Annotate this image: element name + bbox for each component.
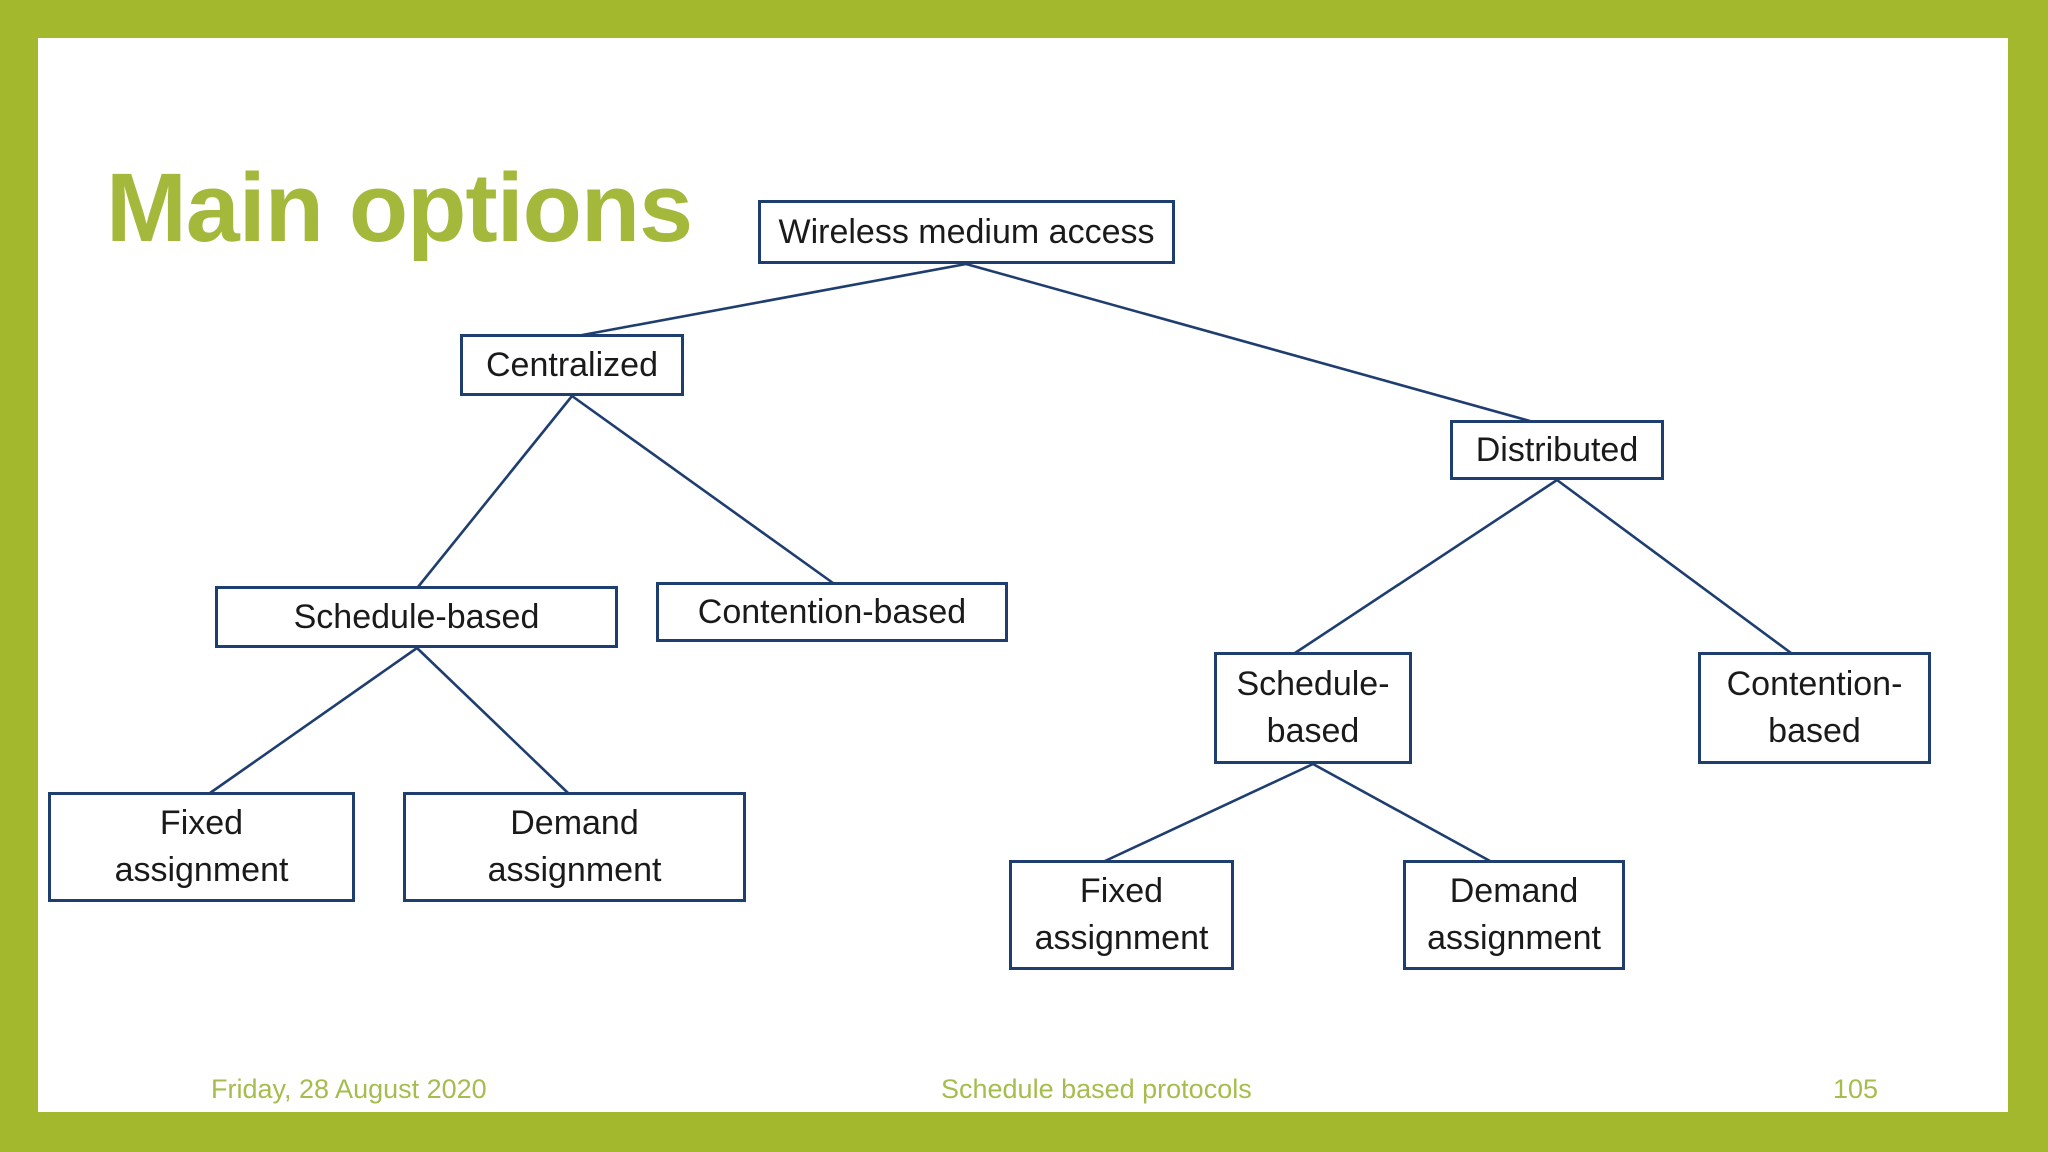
node-centralized-schedule-based: Schedule-based — [215, 586, 618, 648]
edge-centralized-contention — [571, 394, 834, 585]
node-distributed: Distributed — [1450, 420, 1664, 480]
node-distributed-fixed-assignment: Fixed assignment — [1009, 860, 1234, 970]
edge-distributed-contention — [1556, 478, 1792, 655]
node-distributed-schedule-based: Schedule- based — [1214, 652, 1412, 764]
edge-schedule-l-demand — [416, 647, 569, 794]
node-centralized: Centralized — [460, 334, 684, 396]
node-wireless-medium-access: Wireless medium access — [758, 200, 1175, 264]
page-title: Main options — [106, 153, 693, 262]
edge-schedule-l-fixed — [209, 646, 418, 795]
footer-subject: Schedule based protocols — [941, 1074, 1252, 1104]
node-centralized-demand-assignment: Demand assignment — [403, 792, 746, 902]
node-centralized-fixed-assignment: Fixed assignment — [48, 792, 355, 902]
edge-centralized-schedule — [416, 395, 574, 588]
footer-date: Friday, 28 August 2020 — [211, 1074, 487, 1104]
edge-schedule-r-fixed — [1104, 762, 1314, 863]
edge-wma-centralized — [576, 262, 967, 338]
footer-page-number: 105 — [1833, 1074, 1879, 1104]
edge-distributed-schedule — [1294, 478, 1558, 655]
node-distributed-contention-based: Contention- based — [1698, 652, 1931, 764]
edge-wma-distributed — [965, 262, 1531, 423]
node-centralized-contention-based: Contention-based — [656, 582, 1008, 642]
node-distributed-demand-assignment: Demand assignment — [1403, 860, 1625, 970]
edge-schedule-r-demand — [1312, 762, 1491, 863]
